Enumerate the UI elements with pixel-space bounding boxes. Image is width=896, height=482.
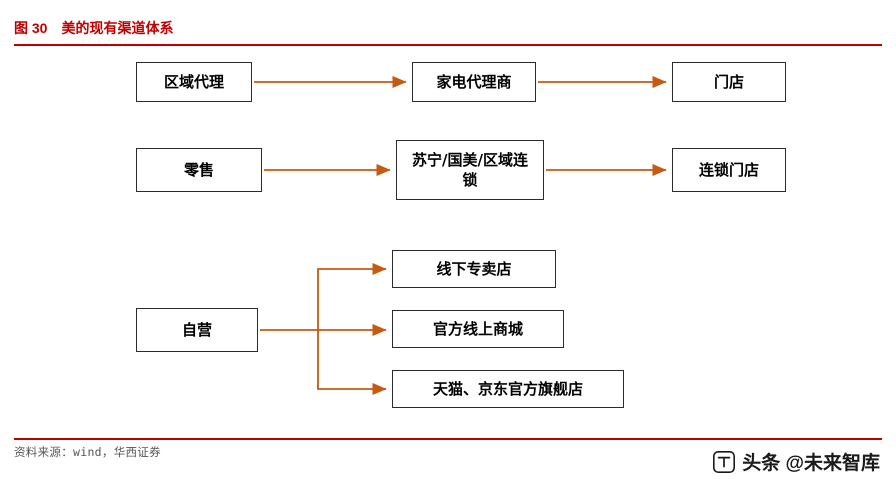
source-note: 资料来源：wind，华西证券: [14, 445, 161, 459]
footer-divider: [14, 438, 882, 440]
figure-title: 图 30 美的现有渠道体系: [14, 18, 173, 38]
toutiao-logo-icon: [713, 450, 736, 473]
node-chain-store[interactable]: 连锁门店: [672, 148, 786, 192]
header-divider: [14, 44, 882, 46]
watermark-text: 头条 @未来智库: [742, 453, 880, 474]
watermark: 头条 @未来智库: [713, 448, 880, 475]
node-store[interactable]: 门店: [672, 62, 786, 102]
figure-title-text: 美的现有渠道体系: [61, 20, 174, 36]
node-chain-retailers[interactable]: 苏宁/国美/区域连锁: [396, 140, 544, 200]
node-appliance-agent[interactable]: 家电代理商: [412, 62, 536, 102]
edge-n7-n10: [317, 330, 387, 396]
node-official-online-mall[interactable]: 官方线上商城: [392, 310, 564, 348]
node-retail[interactable]: 零售: [136, 148, 262, 192]
node-self-operated[interactable]: 自营: [136, 308, 258, 352]
figure-number: 图 30: [14, 20, 48, 36]
node-region-agent[interactable]: 区域代理: [136, 62, 252, 102]
edge-n7-n8: [260, 262, 387, 331]
node-offline-exclusive-store[interactable]: 线下专卖店: [392, 250, 556, 288]
node-tmall-jd-flagship[interactable]: 天猫、京东官方旗舰店: [392, 370, 624, 408]
